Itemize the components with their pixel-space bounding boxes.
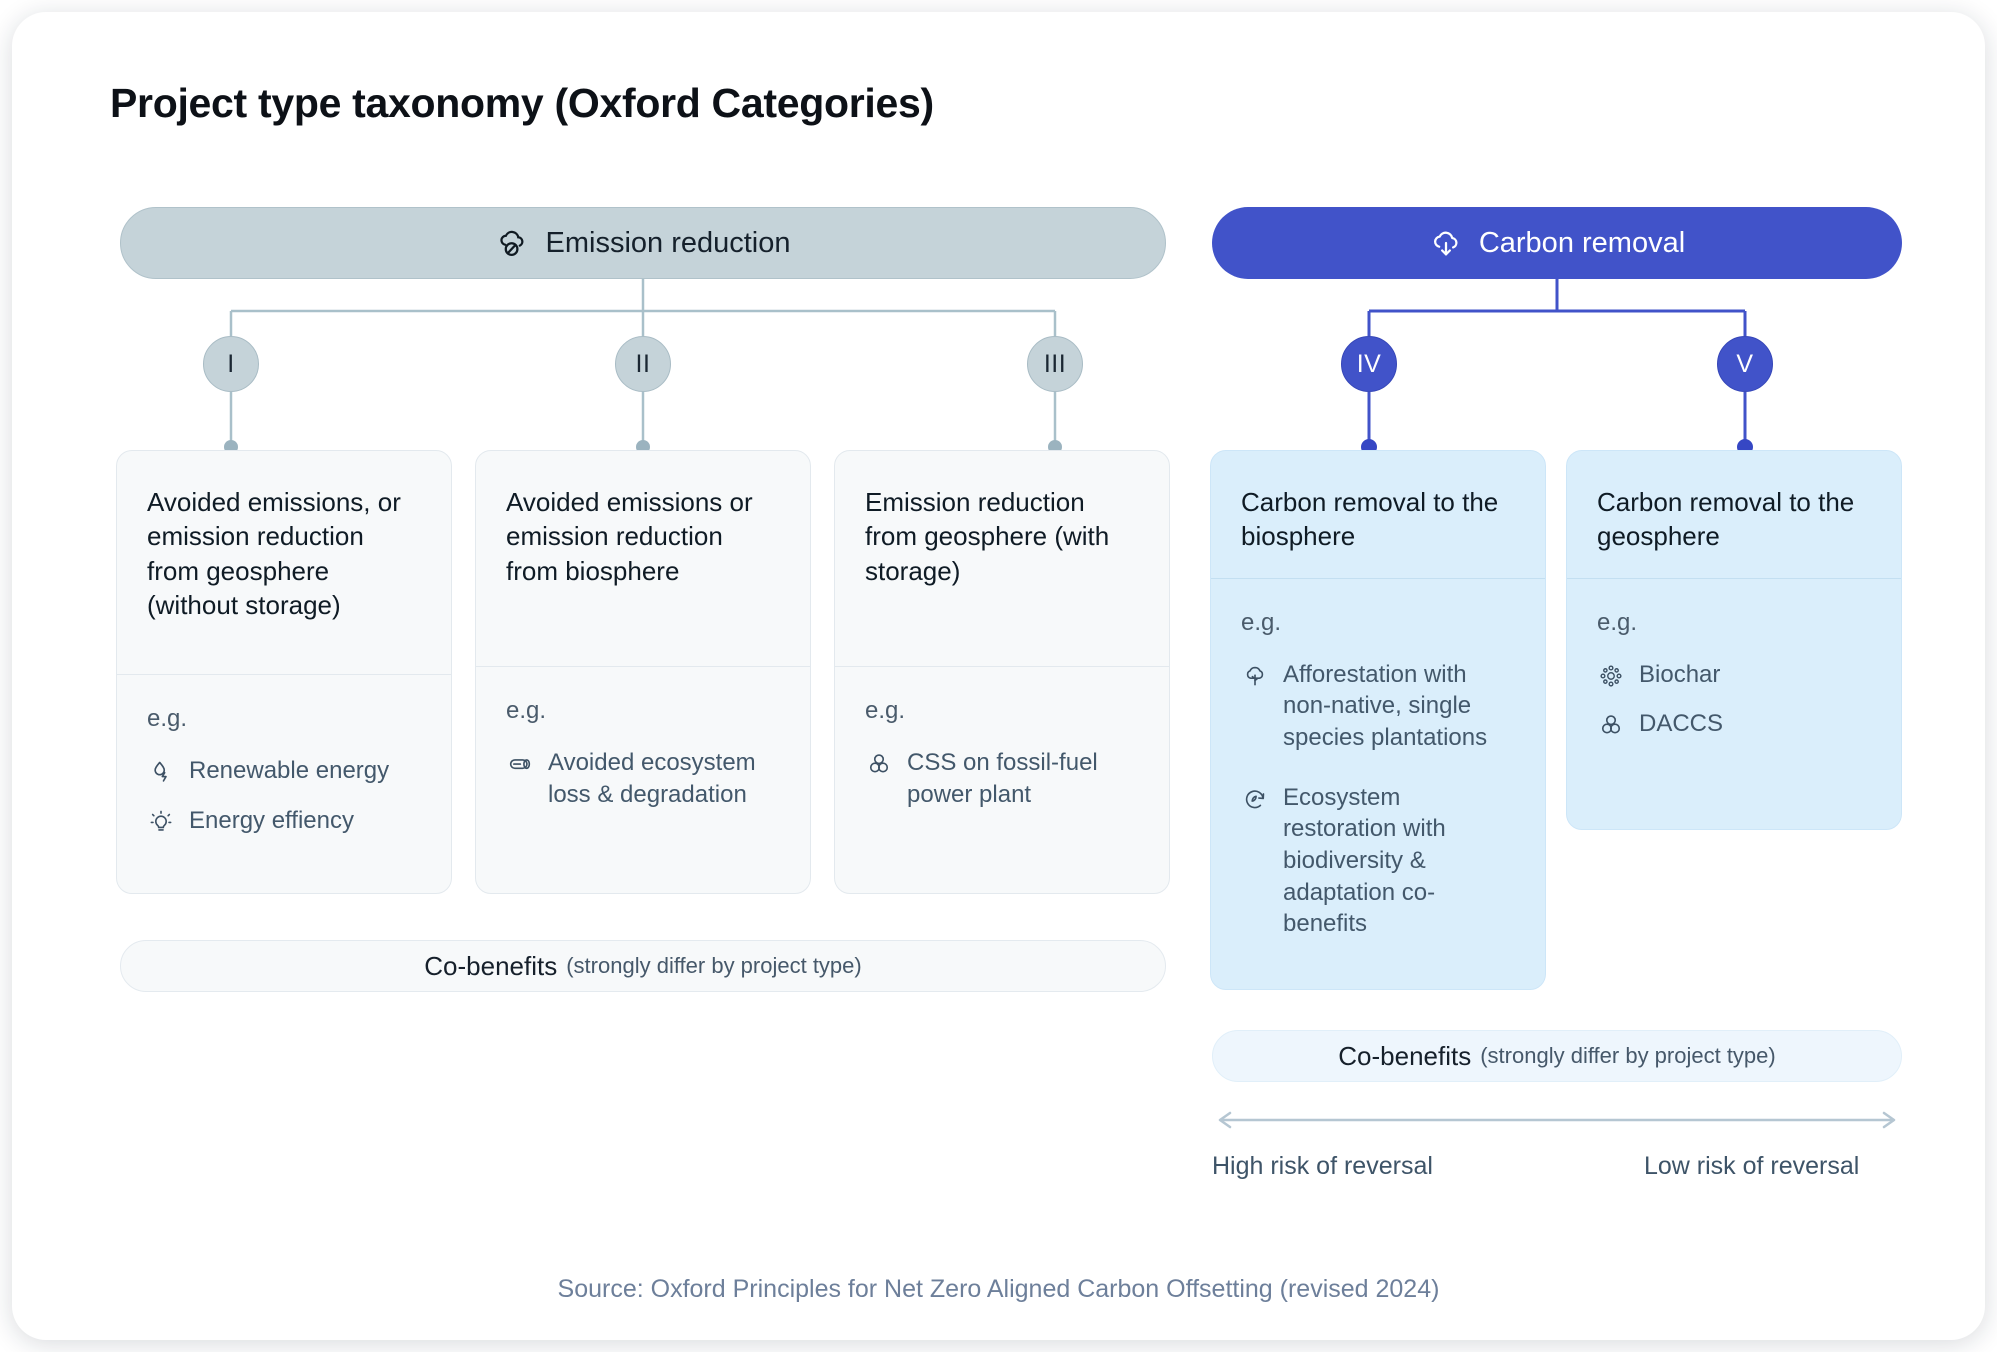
diagram-frame: Project type taxonomy (Oxford Categories… <box>12 12 1985 1340</box>
tree-icon <box>1241 662 1269 690</box>
node-category-iv-label: IV <box>1356 349 1382 378</box>
cloud-slash-icon <box>496 226 530 260</box>
example-label: Ecosystem restoration with biodiversity … <box>1283 783 1446 938</box>
eg-label: e.g. <box>865 697 906 725</box>
node-category-iii[interactable]: III <box>1027 336 1083 392</box>
node-category-v-label: V <box>1736 349 1754 378</box>
header-carbon-removal-label: Carbon removal <box>1478 226 1686 259</box>
restore-cycle-icon <box>1241 785 1269 813</box>
example-label: Afforestation with non-native, single sp… <box>1283 660 1488 751</box>
card-category-i-body: e.g. Renewable energy <box>117 675 451 893</box>
card-category-iv[interactable]: Carbon removal to the biosphere e.g. Aff… <box>1210 450 1546 990</box>
example-label: CSS on fossil-fuel power plant <box>907 749 1098 808</box>
example-label: Biochar <box>1639 660 1721 688</box>
propeller-icon <box>865 750 893 778</box>
example-label: DACCS <box>1639 710 1724 738</box>
example-item: Ecosystem restoration with biodiversity … <box>1241 782 1517 940</box>
example-item: Afforestation with non-native, single sp… <box>1241 659 1517 754</box>
example-label: Energy effiency <box>189 807 354 835</box>
header-emission-reduction[interactable]: Emission reduction <box>120 207 1166 279</box>
card-category-iii[interactable]: Emission reduction from geosphere (with … <box>834 450 1170 894</box>
card-divider <box>835 666 1169 668</box>
card-category-v-body: e.g. <box>1567 579 1901 829</box>
page-title: Project type taxonomy (Oxford Categories… <box>110 80 934 126</box>
risk-axis-left-label: High risk of reversal <box>1212 1152 1433 1180</box>
example-item: Biochar <box>1597 659 1873 691</box>
card-category-i[interactable]: Avoided emissions, or emission reduction… <box>116 450 452 894</box>
molecule-icon <box>1597 662 1625 690</box>
eg-label: e.g. <box>147 705 188 733</box>
node-category-i-label: I <box>227 349 235 378</box>
risk-axis-right-label: Low risk of reversal <box>1644 1152 1860 1180</box>
card-category-v[interactable]: Carbon removal to the geosphere e.g. <box>1566 450 1902 830</box>
eg-label: e.g. <box>506 697 547 725</box>
node-category-i[interactable]: I <box>203 336 259 392</box>
header-emission-reduction-label: Emission reduction <box>545 226 791 259</box>
header-carbon-removal[interactable]: Carbon removal <box>1212 207 1902 279</box>
lightbulb-icon <box>147 808 175 836</box>
propeller-icon <box>1597 711 1625 739</box>
card-category-iii-title: Emission reduction from geosphere (with … <box>865 487 1110 586</box>
cobenefits-bar-emission: Co-benefits (strongly differ by project … <box>120 940 1166 992</box>
example-label: Avoided ecosystem loss & degradation <box>548 749 756 808</box>
cobenefits-label: Co-benefits <box>424 950 558 981</box>
node-category-iii-label: III <box>1043 349 1067 378</box>
cobenefits-note: (strongly differ by project type) <box>1480 1043 1776 1068</box>
node-category-ii[interactable]: II <box>615 336 671 392</box>
card-category-iii-body: e.g. CSS on fossil-fuel power plant <box>835 667 1169 893</box>
node-category-iv[interactable]: IV <box>1341 336 1397 392</box>
card-divider <box>1211 577 1545 579</box>
cloud-download-icon <box>1429 226 1463 260</box>
card-category-ii[interactable]: Avoided emissions or emission reduction … <box>475 450 811 894</box>
example-item: Renewable energy <box>147 755 423 787</box>
example-item: CSS on fossil-fuel power plant <box>865 747 1141 810</box>
card-divider <box>117 674 451 676</box>
card-category-iv-body: e.g. Afforestation with non-native, sing… <box>1211 579 1545 989</box>
card-category-iv-title: Carbon removal to the biosphere <box>1241 487 1499 552</box>
log-icon <box>506 750 534 778</box>
eg-label: e.g. <box>1241 608 1282 636</box>
droplet-bolt-icon <box>147 758 175 786</box>
card-category-ii-body: e.g. Avoided ecosystem loss & degradatio… <box>476 667 810 893</box>
card-divider <box>1567 577 1901 579</box>
cobenefits-label: Co-benefits <box>1338 1040 1472 1071</box>
cobenefits-bar-removal: Co-benefits (strongly differ by project … <box>1212 1030 1902 1082</box>
example-label: Renewable energy <box>189 757 390 785</box>
example-item: DACCS <box>1597 708 1873 740</box>
node-category-v[interactable]: V <box>1717 336 1773 392</box>
example-item: Avoided ecosystem loss & degradation <box>506 747 782 810</box>
eg-label: e.g. <box>1597 608 1638 636</box>
card-category-i-title: Avoided emissions, or emission reduction… <box>147 487 401 620</box>
card-divider <box>476 666 810 668</box>
cobenefits-note: (strongly differ by project type) <box>566 953 862 978</box>
risk-reversal-axis <box>1218 1111 1896 1129</box>
source-note: Source: Oxford Principles for Net Zero A… <box>557 1275 1440 1303</box>
example-item: Energy effiency <box>147 805 423 837</box>
node-category-ii-label: II <box>635 349 651 378</box>
card-category-v-title: Carbon removal to the geosphere <box>1597 487 1855 552</box>
card-category-ii-title: Avoided emissions or emission reduction … <box>506 487 753 586</box>
